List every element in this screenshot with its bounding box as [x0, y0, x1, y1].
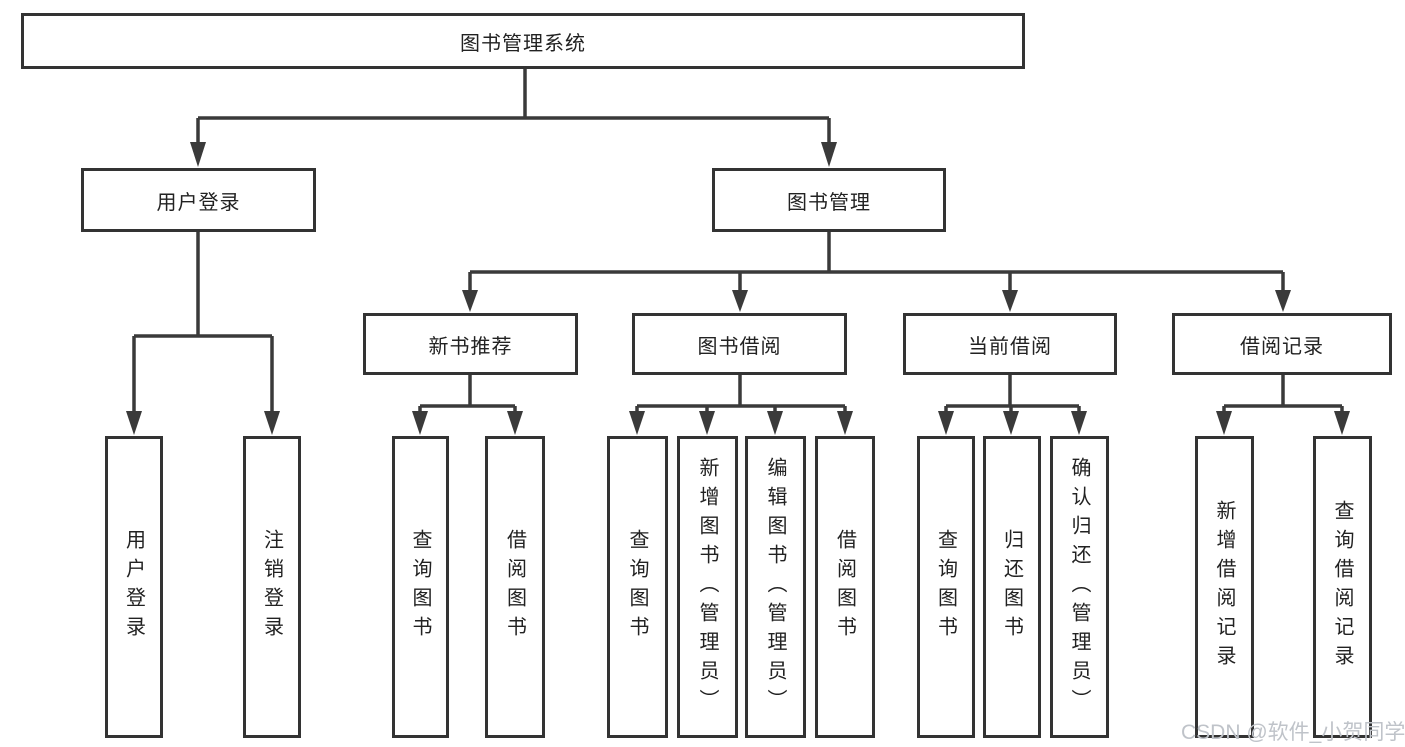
node-label: 注销登录	[260, 529, 283, 645]
watermark: CSDN @软件_小贺同学	[1181, 721, 1405, 744]
node-book-management: 图书管理	[712, 168, 946, 232]
leaf-borrow-books: 借阅图书	[815, 436, 875, 738]
node-borrowing-records: 借阅记录	[1172, 313, 1392, 375]
node-new-book-recommendation: 新书推荐	[363, 313, 578, 375]
node-current-borrowing: 当前借阅	[903, 313, 1117, 375]
node-label: 用户登录	[122, 529, 145, 645]
node-label: 确认归还（管理员）	[1068, 456, 1090, 718]
node-label: 查询图书	[626, 529, 648, 645]
node-user-login: 用户登录	[81, 168, 316, 232]
node-label: 归还图书	[1000, 529, 1023, 645]
node-label: 新书推荐	[428, 335, 513, 358]
leaf-query-books-recommend: 查询图书	[392, 436, 449, 738]
leaf-query-books-borrowing: 查询图书	[607, 436, 668, 738]
leaf-query-books-current: 查询图书	[917, 436, 975, 738]
leaf-logout: 注销登录	[243, 436, 301, 738]
node-label: 编辑图书（管理员）	[764, 456, 786, 718]
node-label: 图书借阅	[697, 335, 782, 358]
leaf-borrow-books-recommend: 借阅图书	[485, 436, 545, 738]
node-library-management-system: 图书管理系统	[21, 13, 1025, 69]
node-label: 借阅记录	[1240, 335, 1324, 358]
leaf-edit-book-admin: 编辑图书（管理员）	[745, 436, 806, 738]
node-book-borrowing: 图书借阅	[632, 313, 847, 375]
leaf-return-books: 归还图书	[983, 436, 1041, 738]
node-label: 借阅图书	[503, 529, 526, 645]
node-label: 用户登录	[156, 191, 241, 214]
node-label: 借阅图书	[833, 529, 856, 645]
node-label: 图书管理系统	[460, 32, 586, 55]
node-label: 新增图书（管理员）	[696, 456, 718, 718]
node-label: 当前借阅	[968, 335, 1052, 358]
node-label: 查询图书	[934, 529, 957, 645]
leaf-confirm-return-admin: 确认归还（管理员）	[1050, 436, 1109, 738]
node-label: 图书管理	[787, 191, 871, 214]
node-label: 查询借阅记录	[1331, 500, 1353, 674]
leaf-user-login: 用户登录	[105, 436, 163, 738]
leaf-add-borrow-record: 新增借阅记录	[1195, 436, 1254, 738]
leaf-query-borrow-record: 查询借阅记录	[1313, 436, 1372, 738]
node-label: 查询图书	[409, 529, 431, 645]
leaf-add-book-admin: 新增图书（管理员）	[677, 436, 738, 738]
node-label: 新增借阅记录	[1213, 500, 1235, 674]
